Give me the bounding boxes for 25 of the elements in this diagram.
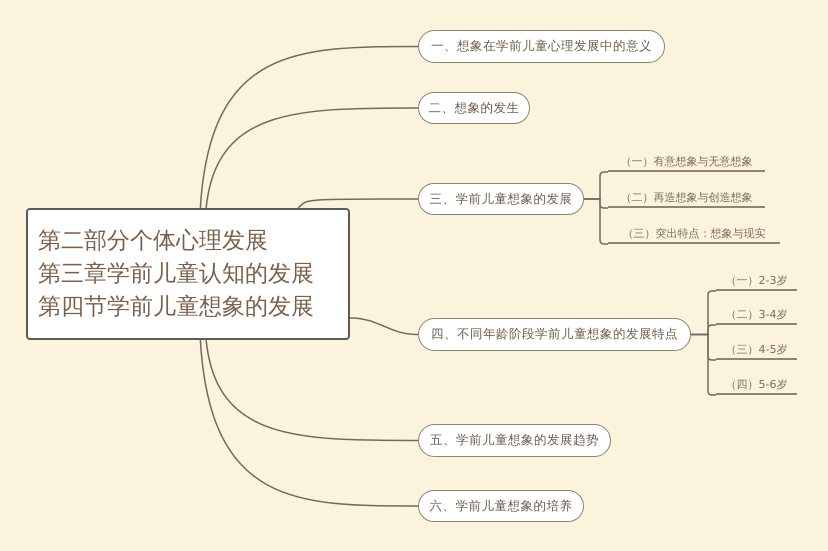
subtopic-label: （三）突出特点：想象与现实 (608, 224, 780, 244)
topic-title: 第三章学前儿童认知的发展 (38, 260, 315, 288)
connector-line (200, 340, 418, 507)
subtopic-label: （一）2-3岁 (716, 271, 797, 291)
subtopic-label: （三）4-5岁 (716, 340, 797, 360)
topic-title: 第二部分个体心理发展 (38, 226, 269, 256)
branch-topic-pill: 三、学前儿童想象的发展 (418, 183, 584, 215)
connector-line (205, 107, 418, 208)
subtopic-label: （二）再造想象与创造想象 (608, 188, 765, 208)
branch-topic-pill: 四、不同年龄阶段学前儿童想象的发展特点 (418, 318, 691, 351)
subtopic-label: （四）5-6岁 (716, 375, 797, 395)
connector-line (691, 334, 716, 396)
branch-topic-pill: 五、学前儿童想象的发展趋势 (418, 424, 611, 457)
branch-topic-pill: 六、学前儿童想象的培养 (418, 490, 584, 522)
subtopic-label: （一）有意想象与无意想象 (608, 152, 765, 172)
branch-topic-pill: 二、想象的发生 (418, 92, 530, 124)
root-topic-box (26, 208, 350, 340)
connector-line (350, 317, 418, 336)
branch-topic-pill: 一、想象在学前儿童心理发展中的意义 (418, 30, 665, 63)
topic-title: 第四节学前儿童想象的发展 (38, 292, 315, 322)
connector-line (205, 340, 418, 442)
connector-line (584, 198, 608, 245)
connector-line (200, 46, 418, 208)
connector-line (298, 198, 418, 209)
subtopic-label: （二）3-4岁 (716, 305, 797, 325)
